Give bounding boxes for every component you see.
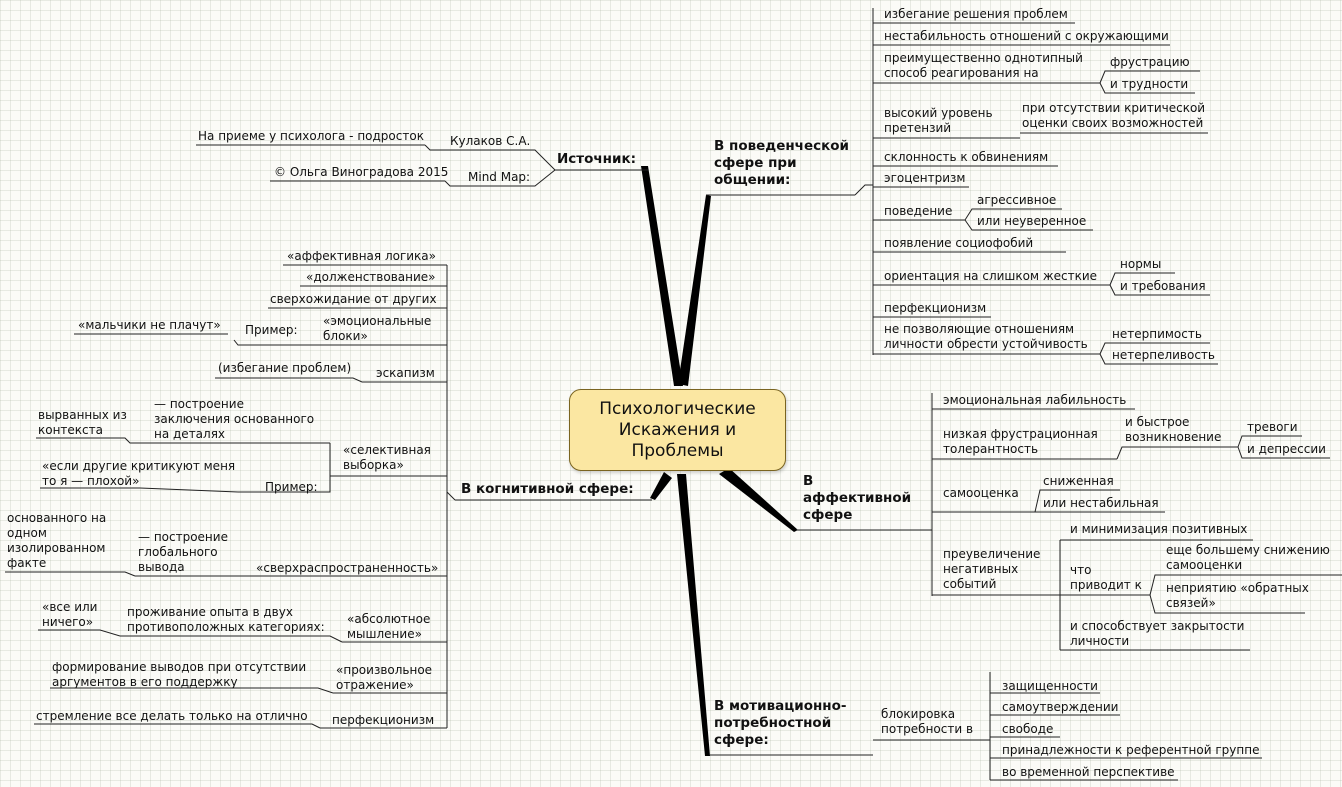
affective-subitem: и минимизация позитивных [1070,522,1248,536]
behavior-subitem: агрессивное [977,193,1057,207]
cognitive-example-label: Пример: [265,480,318,494]
behavior-item: нестабильность отношений с окружающими [884,29,1169,43]
behavior-subitem: нормы [1120,257,1162,271]
behavior-item: избегание решения проблем [884,7,1068,21]
branch-cognitive [650,472,672,500]
source-copyright: © Ольга Виноградова 2015 [274,165,449,179]
behavior-subitem: нетерпимость [1112,327,1202,341]
behavior-subitem: или неуверенное [977,214,1087,228]
branch-motivation [677,474,710,756]
motivation-item: принадлежности к референтной группе [1002,743,1260,757]
affective-subitem: неприятию «обратных связей» [1166,581,1309,610]
motivation-item: свободе [1002,722,1054,736]
behavior-subitem: и требования [1120,279,1206,293]
behavior-item: не позволяющие отношениям личности обрес… [884,322,1088,351]
cognitive-item: «эмоциональные блоки» [323,314,432,343]
cognitive-subitem: «все или ничего» [42,600,98,629]
cognitive-subitem: проживание опыта в двух противоположных … [127,605,325,634]
affective-subitem: и способствует закрытости личности [1070,619,1245,648]
affective-subitem: или нестабильная [1043,496,1159,510]
cognitive-subitem: — построение глобального вывода [138,530,228,574]
cognitive-item: эскапизм [376,366,435,380]
branch-source [641,166,683,386]
source-author: Кулаков С.А. [450,134,531,148]
cognitive-subitem: — построение заключения основанного на д… [154,397,315,441]
branch-affective [719,468,798,532]
cognitive-example: «мальчики не плачут» [78,318,221,332]
affective-subitem: тревоги [1247,420,1298,434]
affective-item: низкая фрустрационная толерантность [943,427,1098,456]
behavior-item: склонность к обвинениям [884,150,1049,164]
affective-subitem: и быстрое возникновение [1125,415,1222,444]
cognitive-item: «селективная выборка» [343,443,431,472]
cognitive-title: В когнитивной сфере: [461,481,634,497]
cognitive-subitem: вырванных из контекста [38,408,127,437]
cognitive-subitem: основанного на одном изолированном факте [7,511,107,570]
cognitive-subitem: (избегание проблем) [218,361,352,375]
cognitive-item: «аффективная логика» [287,249,436,263]
affective-subitem: и депрессии [1247,442,1326,456]
affective-item: самооценка [943,486,1019,500]
behavior-item: появление социофобий [884,236,1034,250]
affective-subitem: что приводит к [1070,563,1142,592]
motivation-block: блокировка потребности в [881,707,974,736]
affective-item: преувеличение негативных событий [943,547,1041,591]
motivation-item: во временной перспективе [1002,765,1175,779]
cognitive-item: «сверхраспространенность» [256,561,439,575]
behavior-item: ориентация на слишком жесткие [884,269,1098,283]
behavior-subitem: при отсутствии критической оценки своих … [1022,101,1206,130]
behavior-subitem: и трудности [1110,77,1189,91]
cognitive-item: «произвольное отражение» [336,663,433,692]
cognitive-item: перфекционизм [332,713,435,727]
motivation-title: В мотивационно- потребностной сфере: [714,698,847,748]
cognitive-subitem: формирование выводов при отсутствии аргу… [52,660,307,689]
behavior-subitem: фрустрацию [1110,55,1190,69]
central-topic: Психологические Искажения и Проблемы [569,389,786,471]
branch-behavior [678,195,711,386]
behavior-item: высокий уровень претензий [884,106,993,135]
behavior-title: В поведенческой сфере при общении: [714,138,849,188]
cognitive-subitem: стремление все делать только на отлично [36,709,308,723]
cognitive-item: «абсолютное мышление» [347,612,431,641]
motivation-item: защищенности [1002,679,1098,693]
behavior-subitem: нетерпеливость [1112,348,1215,362]
cognitive-example-label: Пример: [245,323,298,337]
behavior-item: эгоцентризм [884,171,966,185]
motivation-item: самоутверждении [1002,700,1119,714]
cognitive-example: «если другие критикуют меня то я — плохо… [42,459,236,488]
affective-title: В аффективной сфере [803,473,912,523]
source-title: Источник: [557,151,637,167]
cognitive-item: сверхожидание от других [270,292,437,306]
source-mindmap-label: Mind Map: [468,170,531,184]
cognitive-item: «долженствование» [306,270,436,284]
affective-item: эмоциональная лабильность [943,393,1127,407]
affective-subitem: сниженная [1043,474,1114,488]
source-book: На приеме у психолога - подросток [198,129,424,143]
behavior-item: преимущественно однотипный способ реагир… [884,51,1083,80]
affective-subitem: еще большему снижению самооценки [1166,543,1330,572]
behavior-item: поведение [884,204,953,218]
behavior-item: перфекционизм [884,301,987,315]
